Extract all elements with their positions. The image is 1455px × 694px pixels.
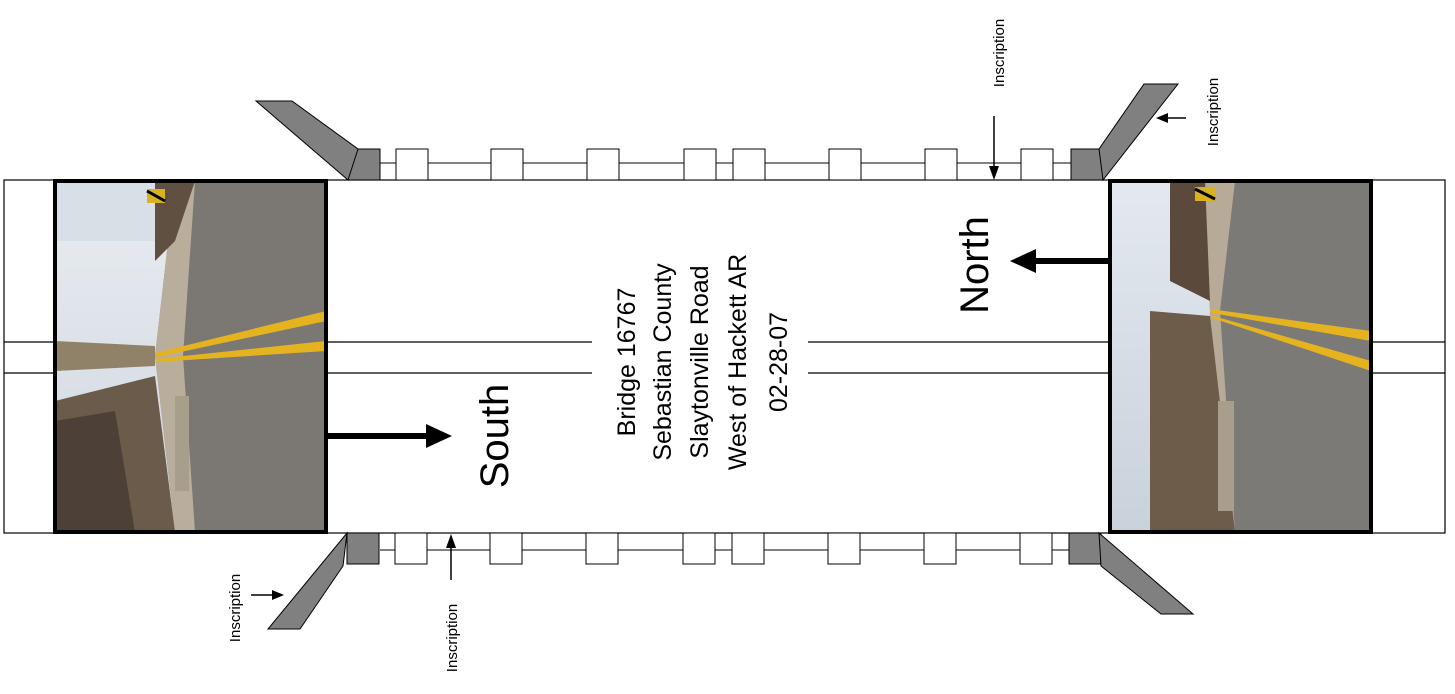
top-post — [1020, 148, 1054, 181]
top-railing — [254, 83, 1180, 182]
top-right-abutment — [1070, 148, 1104, 181]
photo-south-frame — [53, 179, 328, 534]
title-line-5: 02-28-07 — [765, 312, 793, 412]
title-line-4: West of Hackett AR — [724, 254, 752, 470]
photo-north-frame — [1108, 179, 1373, 534]
top-post — [732, 148, 766, 181]
bottom-railing — [266, 531, 1195, 630]
inscription-label-bottom-left: Inscription — [227, 574, 244, 642]
top-post — [586, 148, 620, 181]
inscription-label-bottom: Inscription — [444, 604, 461, 672]
bottom-post — [731, 532, 765, 565]
bottom-post — [1019, 532, 1053, 565]
bottom-post — [827, 532, 861, 565]
bottom-right-wingwall — [1098, 531, 1195, 615]
north-arrow — [1010, 249, 1108, 273]
bottom-left-wingwall — [266, 531, 348, 630]
bottom-post — [394, 532, 428, 565]
bottom-left-abutment — [346, 532, 380, 565]
top-right-wingwall — [1098, 83, 1180, 182]
photo-north — [1108, 179, 1373, 534]
south-arrow — [326, 424, 452, 448]
title-line-1: Bridge 16767 — [613, 288, 641, 437]
top-post — [683, 148, 717, 181]
bottom-post — [682, 532, 716, 565]
title-line-3: Slaytonville Road — [686, 265, 714, 458]
title-line-2: Sebastian County — [649, 263, 677, 461]
bridge-title-block: Bridge 16767 Sebastian County Slaytonvil… — [613, 254, 793, 470]
top-post — [490, 148, 524, 181]
top-post — [828, 148, 862, 181]
photo-south — [53, 179, 328, 534]
title-backdrop — [592, 300, 808, 410]
top-post — [395, 148, 429, 181]
top-left-wingwall — [254, 100, 359, 181]
south-label: South — [473, 384, 517, 489]
bottom-right-abutment — [1068, 532, 1102, 565]
bottom-post — [923, 532, 957, 565]
top-post — [924, 148, 958, 181]
bottom-post — [585, 532, 619, 565]
north-label: North — [953, 216, 997, 314]
inscription-label-top-right: Inscription — [1205, 78, 1222, 146]
inscription-arrows — [251, 113, 1186, 600]
bottom-post — [489, 532, 523, 565]
inscription-label-top: Inscription — [991, 19, 1008, 87]
